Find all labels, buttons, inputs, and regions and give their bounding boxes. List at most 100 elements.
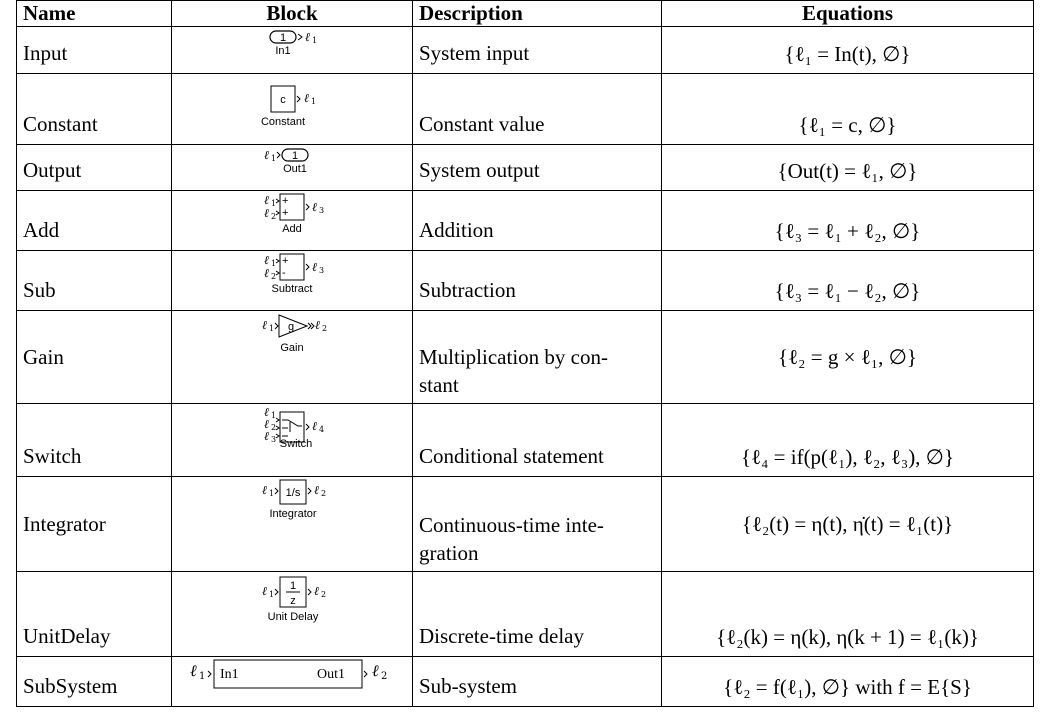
row-equation: {ℓ₄ = if(p(ℓ₁), ℓ₂, ℓ₃), ∅}	[661, 403, 1034, 477]
block-text: 1/s	[286, 487, 301, 499]
row-equation: {ℓ₃ = ℓ₁ + ℓ₂, ∅}	[661, 190, 1034, 251]
svg-text:2: 2	[321, 489, 326, 498]
row-description: Constant value	[412, 73, 662, 145]
row-description: System output	[412, 144, 662, 191]
row-name: Add	[16, 190, 172, 251]
svg-text:ℓ: ℓ	[190, 661, 197, 680]
block-label: Switch	[280, 438, 312, 450]
svg-text:-: -	[282, 267, 286, 279]
svg-text:2: 2	[322, 324, 327, 333]
block-label: Gain	[280, 342, 303, 354]
svg-text:+: +	[282, 255, 288, 267]
svg-text:ℓ: ℓ	[264, 266, 269, 280]
subsystem-in-port: In1	[220, 667, 239, 682]
svg-text:ℓ: ℓ	[264, 429, 269, 443]
row-name: Input	[16, 26, 172, 74]
row-description: Conditional statement	[412, 403, 662, 477]
svg-text:4: 4	[319, 425, 324, 434]
row-description-line2: stant	[419, 373, 459, 397]
block-label: Subtract	[272, 283, 313, 295]
svg-text:ℓ: ℓ	[305, 30, 310, 44]
row-name: UnitDelay	[16, 571, 172, 657]
svg-text:3: 3	[271, 435, 276, 444]
svg-text:ℓ: ℓ	[372, 661, 379, 680]
svg-text:1: 1	[269, 590, 274, 599]
row-name: Gain	[16, 310, 172, 404]
block-label: Unit Delay	[268, 611, 319, 623]
svg-text:+: +	[282, 195, 288, 207]
header-equations: Equations	[661, 0, 1034, 27]
header-description: Description	[412, 0, 662, 27]
row-description: Subtraction	[412, 250, 662, 311]
svg-text:ℓ: ℓ	[314, 584, 319, 598]
row-description: System input	[412, 26, 662, 74]
row-equation: {ℓ₂(k) = η(k), η(k + 1) = ℓ₁(k)}	[661, 571, 1034, 657]
block-label: Constant	[261, 116, 305, 128]
block-label: In1	[275, 45, 290, 57]
row-name: Integrator	[16, 476, 172, 572]
header-block: Block	[171, 0, 413, 27]
svg-text:ℓ: ℓ	[262, 584, 267, 598]
svg-text:3: 3	[319, 266, 324, 275]
svg-text:1: 1	[199, 671, 205, 682]
row-description-line2: gration	[419, 541, 479, 565]
svg-text:ℓ: ℓ	[264, 148, 269, 162]
row-name: Constant	[16, 73, 172, 145]
svg-text:ℓ: ℓ	[262, 318, 267, 332]
subsystem-out-port: Out1	[317, 667, 345, 682]
svg-text:ℓ: ℓ	[262, 483, 267, 497]
svg-text:ℓ: ℓ	[315, 318, 320, 332]
svg-text:ℓ: ℓ	[312, 260, 317, 274]
block-text: g	[288, 321, 294, 333]
header-name: Name	[16, 0, 172, 27]
svg-text:1: 1	[312, 36, 317, 45]
svg-text:2: 2	[321, 590, 326, 599]
row-description: Discrete-time delay	[412, 571, 662, 657]
svg-text:1: 1	[271, 259, 276, 268]
row-equation: {ℓ₂(t) = η(t), η̇(t) = ℓ₁(t)}	[661, 476, 1034, 572]
blocks-table: Name Block Description Equations Input 1…	[16, 0, 1034, 707]
row-name: Sub	[16, 250, 172, 311]
row-description-line1: Continuous-time inte-	[419, 513, 604, 537]
row-equation: {ℓ₁ = c, ∅}	[661, 73, 1034, 145]
svg-text:2: 2	[271, 212, 276, 221]
svg-text:1: 1	[271, 199, 276, 208]
svg-text:2: 2	[381, 671, 387, 682]
svg-text:2: 2	[271, 423, 276, 432]
svg-text:1: 1	[271, 154, 276, 163]
svg-text:z: z	[290, 595, 296, 607]
block-label: Integrator	[269, 508, 316, 520]
svg-text:2: 2	[271, 272, 276, 281]
header-row: Name Block Description Equations	[16, 0, 1034, 27]
svg-text:1: 1	[269, 489, 274, 498]
row-name: SubSystem	[16, 656, 172, 707]
svg-text:ℓ: ℓ	[314, 483, 319, 497]
svg-text:ℓ: ℓ	[312, 200, 317, 214]
row-equation: {Out(t) = ℓ₁, ∅}	[661, 144, 1034, 191]
row-equation: {ℓ₂ = g × ℓ₁, ∅}	[661, 310, 1034, 404]
row-description: Multiplication by con- stant	[412, 310, 662, 404]
svg-text:1: 1	[269, 324, 274, 333]
svg-text:+: +	[282, 207, 288, 219]
svg-text:ℓ: ℓ	[264, 405, 269, 419]
row-description: Continuous-time inte- gration	[412, 476, 662, 572]
svg-text:3: 3	[319, 206, 324, 215]
block-label: Add	[282, 223, 302, 235]
svg-text:ℓ: ℓ	[312, 419, 317, 433]
svg-text:ℓ: ℓ	[304, 91, 309, 105]
